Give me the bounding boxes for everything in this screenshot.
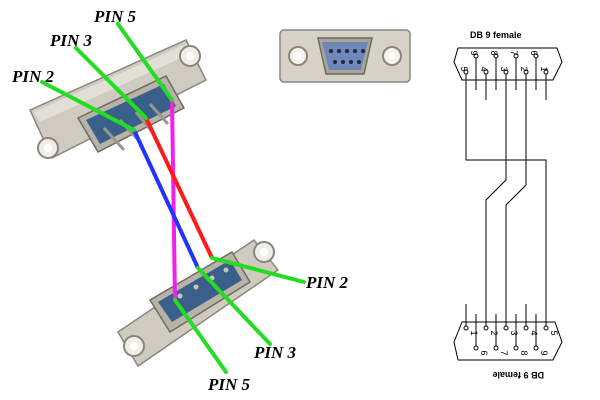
schematic-top-pin-4: 4 <box>479 66 489 71</box>
schematic-bottom-title: DB 9 female <box>492 370 544 380</box>
leader-bottom-pin5 <box>173 298 228 374</box>
leader-top-pin5 <box>116 22 174 102</box>
schematic-top-pin-9: 9 <box>469 50 479 55</box>
schematic-top-row2-pins <box>463 69 549 100</box>
schematic <box>453 47 563 361</box>
schematic-top-title: DB 9 female <box>470 30 522 40</box>
label-top-pin5: PIN 5 <box>93 7 137 26</box>
wire-pin3-to-pin2 <box>144 117 214 259</box>
label-bottom-pin3: PIN 3 <box>253 343 297 362</box>
schematic-pin-numbers: 9 8 7 6 5 4 3 2 1 1 2 3 4 5 6 7 8 9 <box>459 50 559 355</box>
female-connector-socket-insert <box>322 42 368 70</box>
schematic-top-pin-5: 5 <box>459 66 469 71</box>
schematic-top-connector-outline <box>453 47 563 81</box>
schematic-wire-cross-b <box>505 100 527 304</box>
label-bottom-pin5: PIN 5 <box>207 375 251 394</box>
leader-top-pin3 <box>74 46 148 120</box>
wire-pin2-to-pin3 <box>132 129 200 269</box>
top-connector-insert <box>86 84 176 144</box>
schematic-bottom-pin-4: 4 <box>529 330 539 335</box>
schematic-top-pin-3: 3 <box>499 66 509 71</box>
schematic-bottom-pin-5: 5 <box>549 330 559 335</box>
leader-top-pin2 <box>40 80 136 132</box>
schematic-top-pin-2: 2 <box>519 66 529 71</box>
schematic-top-row1-pins <box>473 53 539 90</box>
schematic-bottom-row2-pins <box>473 314 539 351</box>
label-top-pin3: PIN 3 <box>49 31 93 50</box>
schematic-bottom-pin-7: 7 <box>499 350 509 355</box>
leader-bottom-pin3 <box>196 266 272 346</box>
female-connector-photo <box>279 29 411 83</box>
schematic-bottom-connector-outline <box>453 321 563 361</box>
schematic-bottom-pin-3: 3 <box>509 330 519 335</box>
wire-ground-pin5 <box>170 99 177 301</box>
schematic-bottom-row1-pins <box>463 304 549 331</box>
schematic-top-pin-8: 8 <box>489 50 499 55</box>
schematic-bottom-pin-1: 1 <box>469 330 479 335</box>
schematic-wire-cross-a <box>485 100 507 304</box>
schematic-top-pin-7: 7 <box>509 50 519 55</box>
schematic-bottom-pin-2: 2 <box>489 330 499 335</box>
crossover-wires <box>132 99 214 301</box>
label-top-pin2: PIN 2 <box>11 67 55 86</box>
schematic-bottom-pin-6: 6 <box>479 350 489 355</box>
leader-bottom-pin2 <box>210 256 306 284</box>
schematic-top-pin-6: 6 <box>529 50 539 55</box>
top-male-connector <box>29 39 208 160</box>
schematic-bottom-pin-8: 8 <box>519 350 529 355</box>
label-leaders <box>40 22 306 374</box>
label-bottom-pin2: PIN 2 <box>305 273 349 292</box>
schematic-top-pin-1: 1 <box>539 66 549 71</box>
schematic-bottom-pin-9: 9 <box>539 350 549 355</box>
